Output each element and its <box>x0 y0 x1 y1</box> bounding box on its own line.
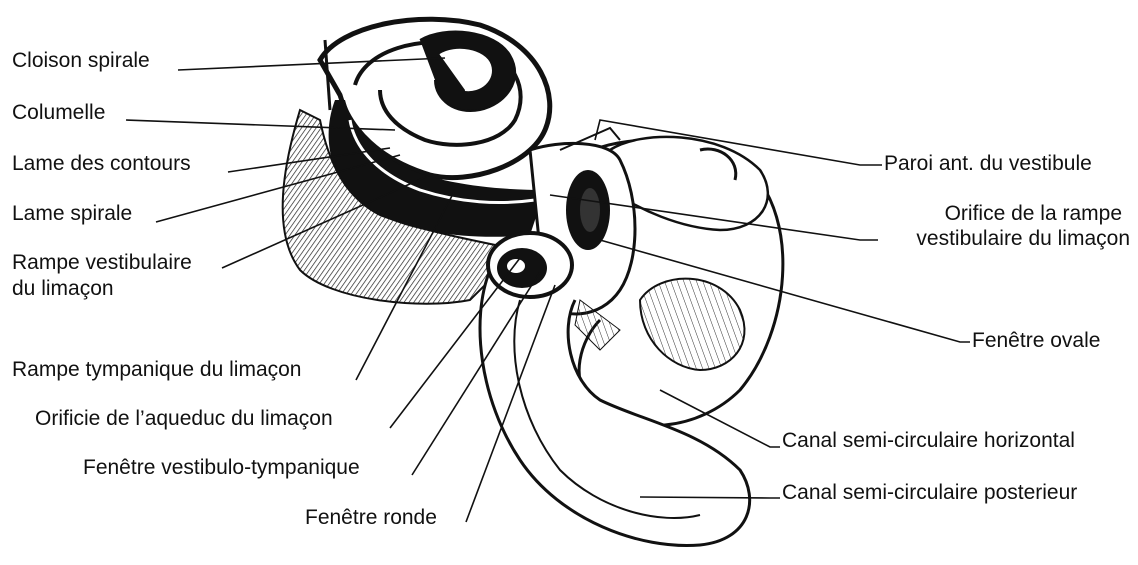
label-fenetre-ronde: Fenêtre ronde <box>305 507 437 529</box>
label-paroi-ant-vestibule: Paroi ant. du vestibule <box>884 153 1092 175</box>
label-fenetre-ovale: Fenêtre ovale <box>972 330 1100 352</box>
label-orifice-rampe-line2: vestibulaire du limaçon <box>916 228 1130 250</box>
label-rampe-tympanique: Rampe tympanique du limaçon <box>12 359 302 381</box>
label-fenetre-vestibulo-tympanique: Fenêtre vestibulo-tympanique <box>83 457 360 479</box>
label-cloison-spirale: Cloison spirale <box>12 50 150 72</box>
label-orificie-aqueduc: Orificie de l’aqueduc du limaçon <box>35 408 333 430</box>
label-canal-posterieur: Canal semi-circulaire posterieur <box>782 482 1077 504</box>
leader-canal-posterieur <box>640 497 780 498</box>
label-orifice-rampe-line1: Orifice de la rampe <box>945 203 1122 225</box>
label-columelle: Columelle <box>12 102 105 124</box>
label-rampe-vestibulaire-line2: du limaçon <box>12 278 114 300</box>
label-rampe-vestibulaire-line1: Rampe vestibulaire <box>12 252 192 274</box>
label-lame-spirale: Lame spirale <box>12 203 132 225</box>
label-canal-horizontal: Canal semi-circulaire horizontal <box>782 430 1075 452</box>
label-lame-des-contours: Lame des contours <box>12 153 191 175</box>
